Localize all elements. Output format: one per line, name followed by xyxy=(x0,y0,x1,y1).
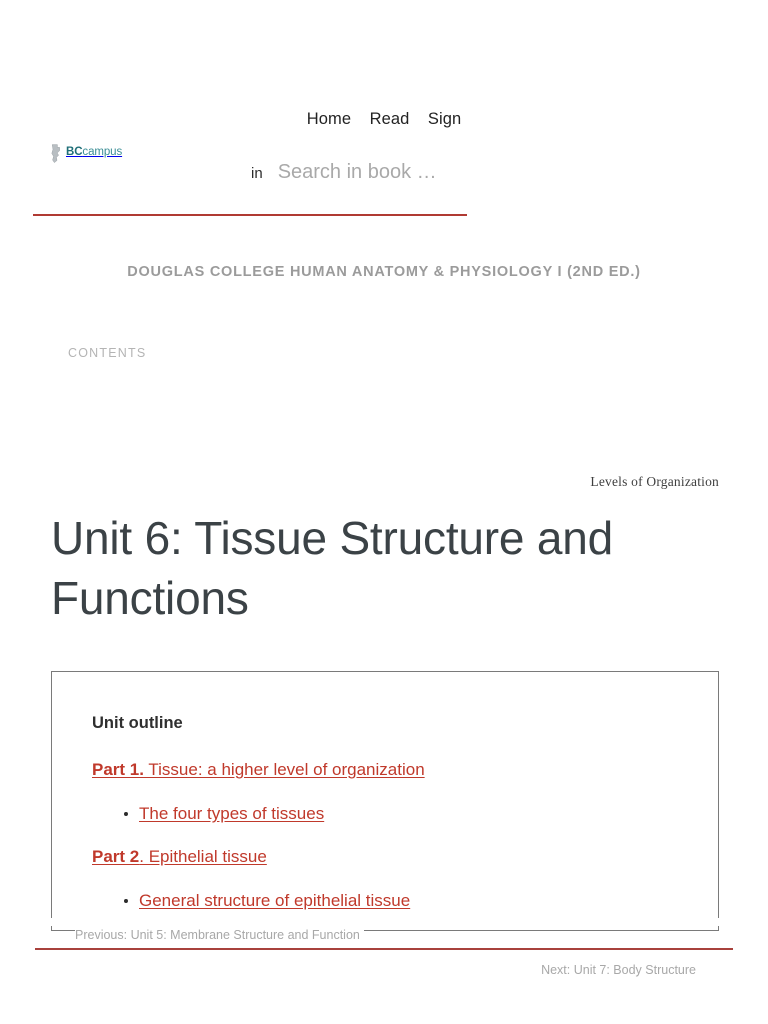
part-eyebrow: Levels of Organization xyxy=(590,474,719,489)
nav-sign[interactable]: Sign xyxy=(427,110,462,128)
outline-part-2-rest: . Epithelial tissue xyxy=(139,847,267,866)
outline-part-1-lead: Part 1. xyxy=(92,760,144,779)
next-chapter-link[interactable]: Next: Unit 7: Body Structure xyxy=(541,963,696,977)
search-box[interactable] xyxy=(277,158,721,188)
nav-home[interactable]: Home xyxy=(306,110,352,128)
outline-part-1-items: The four types of tissues xyxy=(92,802,678,827)
previous-chapter-link[interactable]: Previous: Unit 5: Membrane Structure and… xyxy=(75,925,364,946)
logo-bc-text: BC xyxy=(66,145,83,158)
footer-divider xyxy=(35,948,733,950)
top-navigation: Home Read Sign xyxy=(0,108,768,130)
unit-outline-heading: Unit outline xyxy=(92,714,183,732)
bccampus-logo[interactable]: BCcampus xyxy=(51,141,125,163)
bc-map-icon xyxy=(51,143,64,163)
unit-outline-box: Unit outline Part 1. Tissue: a higher le… xyxy=(51,671,719,931)
outline-part-2-lead: Part 2 xyxy=(92,847,140,866)
outline-item-link[interactable]: General structure of epithelial tissue xyxy=(139,891,411,910)
outline-item-link[interactable]: The four types of tissues xyxy=(139,804,325,823)
search-input[interactable] xyxy=(277,158,721,188)
nav-read[interactable]: Read xyxy=(369,110,410,128)
logo-campus-text: campus xyxy=(82,145,123,158)
outline-part-2-items: General structure of epithelial tissue xyxy=(92,889,678,914)
outline-part-2-link[interactable]: Part 2. Epithelial tissue xyxy=(92,845,678,869)
list-item: General structure of epithelial tissue xyxy=(92,889,678,914)
footer-mask xyxy=(0,918,768,926)
search-row: in xyxy=(251,158,721,192)
list-item: The four types of tissues xyxy=(92,802,678,827)
outline-part-1-link[interactable]: Part 1. Tissue: a higher level of organi… xyxy=(92,758,678,782)
book-title[interactable]: DOUGLAS COLLEGE HUMAN ANATOMY & PHYSIOLO… xyxy=(127,264,641,280)
outline-part-1-rest: Tissue: a higher level of organization xyxy=(143,760,425,779)
search-in-label: in xyxy=(251,165,263,182)
search-underline xyxy=(33,214,467,216)
page-title: Unit 6: Tissue Structure and Functions xyxy=(51,512,614,624)
contents-label[interactable]: CONTENTS xyxy=(68,346,147,360)
bccampus-wordmark: BCcampus xyxy=(66,146,122,159)
